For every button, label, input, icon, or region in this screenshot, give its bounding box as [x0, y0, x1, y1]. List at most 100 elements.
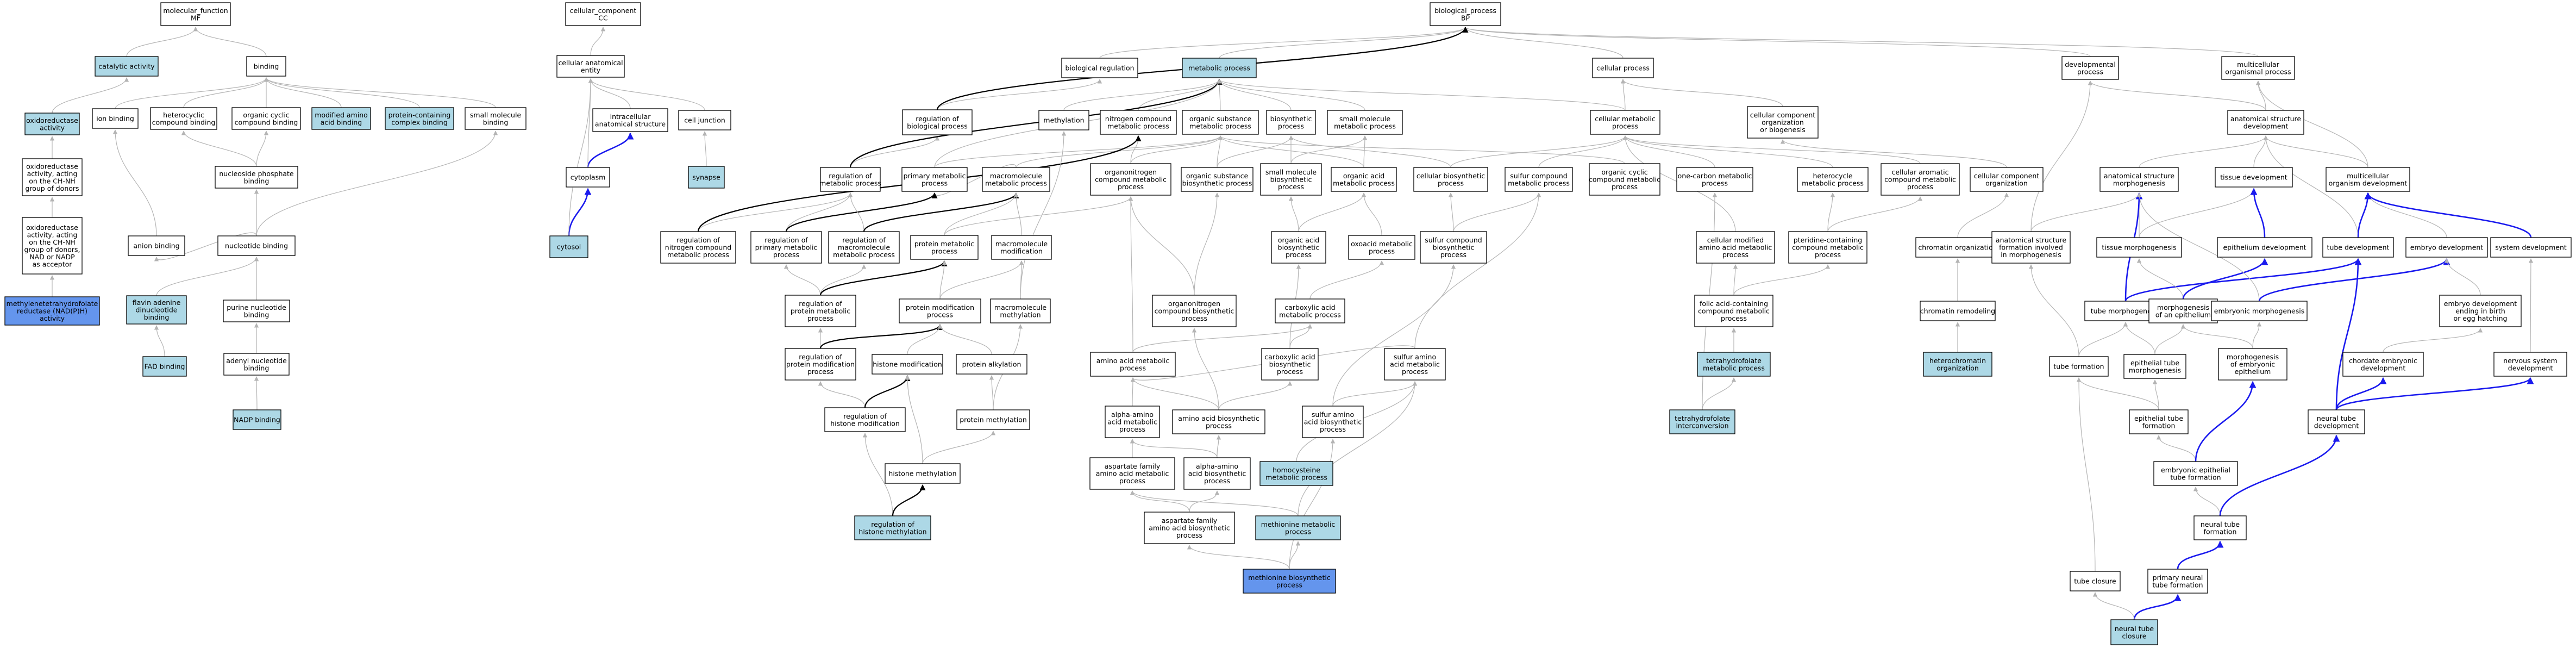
go-term-nucbind[interactable]: nucleotide binding: [217, 235, 296, 256]
go-term-fad[interactable]: FAD binding: [142, 356, 187, 377]
go-term-methylation[interactable]: methylation: [1038, 110, 1089, 130]
go-term-chromorg[interactable]: chromatin organization: [1915, 237, 2000, 258]
go-term-tissuemorph[interactable]: tissue morphogenesis: [2096, 237, 2182, 258]
go-term-embryodev[interactable]: embryo development: [2405, 237, 2488, 258]
go-term-metab[interactable]: metabolic process: [1182, 58, 1257, 78]
go-term-tubeclosure[interactable]: tube closure: [2070, 571, 2121, 591]
go-term-protmethyl[interactable]: protein methylation: [956, 409, 1030, 430]
go-term-celljunc[interactable]: cell junction: [678, 110, 731, 130]
go-term-catalytic[interactable]: catalytic activity: [95, 56, 159, 77]
go-term-nadp[interactable]: NADP binding: [233, 409, 281, 430]
go-term-tubedev[interactable]: tube development: [2322, 237, 2394, 258]
go-term-anion[interactable]: anion binding: [128, 235, 185, 256]
go-term-ionbind[interactable]: ion binding: [92, 108, 139, 129]
go-term-bioreg[interactable]: biological regulation: [1061, 58, 1138, 78]
go-term-binding[interactable]: binding: [246, 56, 286, 77]
go-term-cellproc[interactable]: cellular process: [1592, 58, 1654, 78]
go-term-tissuedev[interactable]: tissue development: [2215, 167, 2293, 188]
go-term-sysdev[interactable]: system development: [2490, 237, 2572, 258]
go-term-embmorph[interactable]: embryonic morphogenesis: [2211, 301, 2308, 321]
go-term-protalk[interactable]: protein alkylation: [956, 354, 1027, 375]
go-term-epidev[interactable]: epithelium development: [2217, 237, 2312, 258]
go-term-tubeform[interactable]: tube formation: [2049, 356, 2109, 377]
go-term-histmethyl[interactable]: histone methylation: [885, 463, 961, 484]
go-term-synapse[interactable]: synapse: [688, 166, 725, 189]
